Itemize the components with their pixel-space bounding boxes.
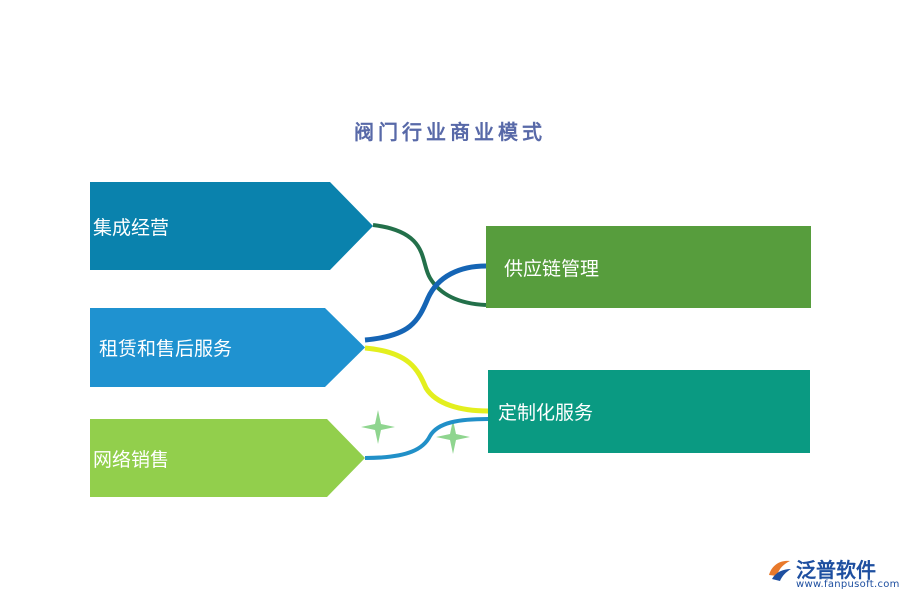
left-item-rental-after-sales: 租赁和售后服务 <box>90 308 365 387</box>
sparkle-icon <box>361 410 395 444</box>
logo-name: 泛普软件 <box>796 558 876 582</box>
left-item-label: 网络销售 <box>93 448 170 471</box>
right-item-supply-chain: 供应链管理 <box>486 226 811 308</box>
sparkle-icon <box>436 420 470 454</box>
connector-rental-supply <box>364 263 487 343</box>
right-item-label: 供应链管理 <box>504 257 600 280</box>
left-item-label: 集成经营 <box>93 216 170 239</box>
connector-integrated-supply <box>372 223 487 307</box>
page-title: 阀门行业商业模式 <box>354 120 546 144</box>
left-item-integrated-operation: 集成经营 <box>90 182 373 270</box>
left-item-label: 租赁和售后服务 <box>99 338 233 360</box>
logo-url: www.fanpusoft.com <box>796 579 900 590</box>
right-item-customized-service: 定制化服务 <box>488 370 810 453</box>
brand-logo: 泛普软件 www.fanpusoft.com <box>766 552 899 596</box>
fanpu-logo-icon <box>769 560 791 581</box>
connector-online-custom <box>364 417 489 460</box>
right-item-label: 定制化服务 <box>498 402 594 424</box>
left-item-online-sales: 网络销售 <box>90 419 365 497</box>
connector-rental-custom <box>364 345 489 414</box>
